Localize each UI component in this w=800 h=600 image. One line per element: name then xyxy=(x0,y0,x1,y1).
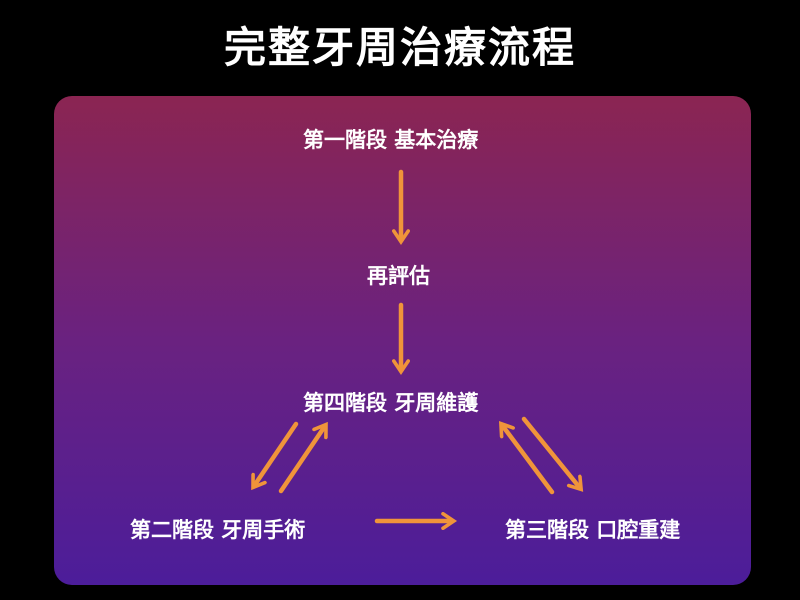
node-phase3-reconstruction: 第三階段 口腔重建 xyxy=(505,518,681,542)
arrow-phase3-to-phase4 xyxy=(498,420,555,495)
node-phase4-maintenance: 第四階段 牙周維護 xyxy=(303,391,479,415)
node-phase2-surgery: 第二階段 牙周手術 xyxy=(130,518,306,542)
node-phase1-basic-treatment: 第一階段 基本治療 xyxy=(303,128,479,152)
arrow-phase4-to-phase3 xyxy=(521,416,584,492)
node-reevaluation: 再評估 xyxy=(367,264,430,288)
diagram-title: 完整牙周治療流程 xyxy=(223,23,576,72)
arrow-phase4-to-phase2 xyxy=(251,421,299,491)
arrow-phase2-to-phase4 xyxy=(278,421,328,494)
